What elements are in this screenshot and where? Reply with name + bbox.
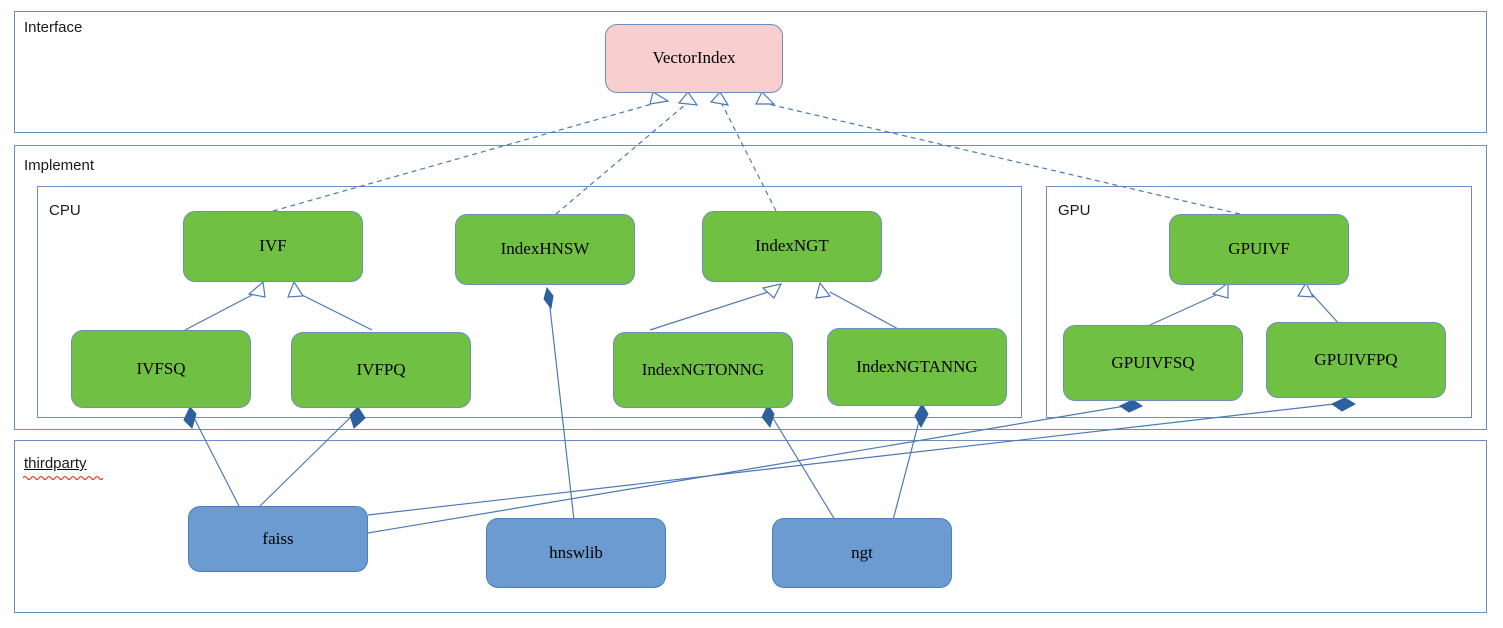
container-implement-label: Implement [24,157,95,174]
node-hnswlib-label: hnswlib [549,542,603,562]
node-ivf-label: IVF [259,236,287,256]
node-indexngtonng-label: IndexNGTONNG [641,359,765,379]
node-indexngtanng-label: IndexNGTANNG [856,356,978,376]
node-indexhnsw[interactable]: IndexHNSW [455,214,635,285]
node-ivfsq-label: IVFSQ [136,358,186,378]
node-gpuivfsq[interactable]: GPUIVFSQ [1063,325,1243,401]
node-indexhnsw-label: IndexHNSW [500,239,590,259]
node-indexngt-label: IndexNGT [755,236,829,256]
node-ivfpq[interactable]: IVFPQ [291,332,471,408]
node-indexngtanng[interactable]: IndexNGTANNG [827,328,1007,406]
container-cpu-label: CPU [49,202,81,219]
node-vectorindex[interactable]: VectorIndex [605,24,783,93]
node-gpuivfpq[interactable]: GPUIVFPQ [1266,322,1446,398]
node-indexngt[interactable]: IndexNGT [702,211,882,282]
node-faiss-label: faiss [262,528,294,548]
node-faiss[interactable]: faiss [188,506,368,572]
container-interface-label: Interface [24,19,83,36]
container-gpu-label: GPU [1058,202,1091,219]
node-ngt-label: ngt [851,542,873,562]
node-ivf[interactable]: IVF [183,211,363,282]
node-ivfpq-label: IVFPQ [356,359,406,379]
node-gpuivf[interactable]: GPUIVF [1169,214,1349,285]
spellcheck-squiggle-icon [23,475,104,480]
node-ivfsq[interactable]: IVFSQ [71,330,251,408]
node-indexngtonng[interactable]: IndexNGTONNG [613,332,793,408]
container-thirdparty-label: thirdparty [24,455,87,472]
node-gpuivf-label: GPUIVF [1228,239,1290,259]
node-ngt[interactable]: ngt [772,518,952,588]
node-gpuivfpq-label: GPUIVFPQ [1314,349,1398,369]
node-vectorindex-label: VectorIndex [652,48,736,68]
node-gpuivfsq-label: GPUIVFSQ [1111,352,1195,372]
node-hnswlib[interactable]: hnswlib [486,518,666,588]
